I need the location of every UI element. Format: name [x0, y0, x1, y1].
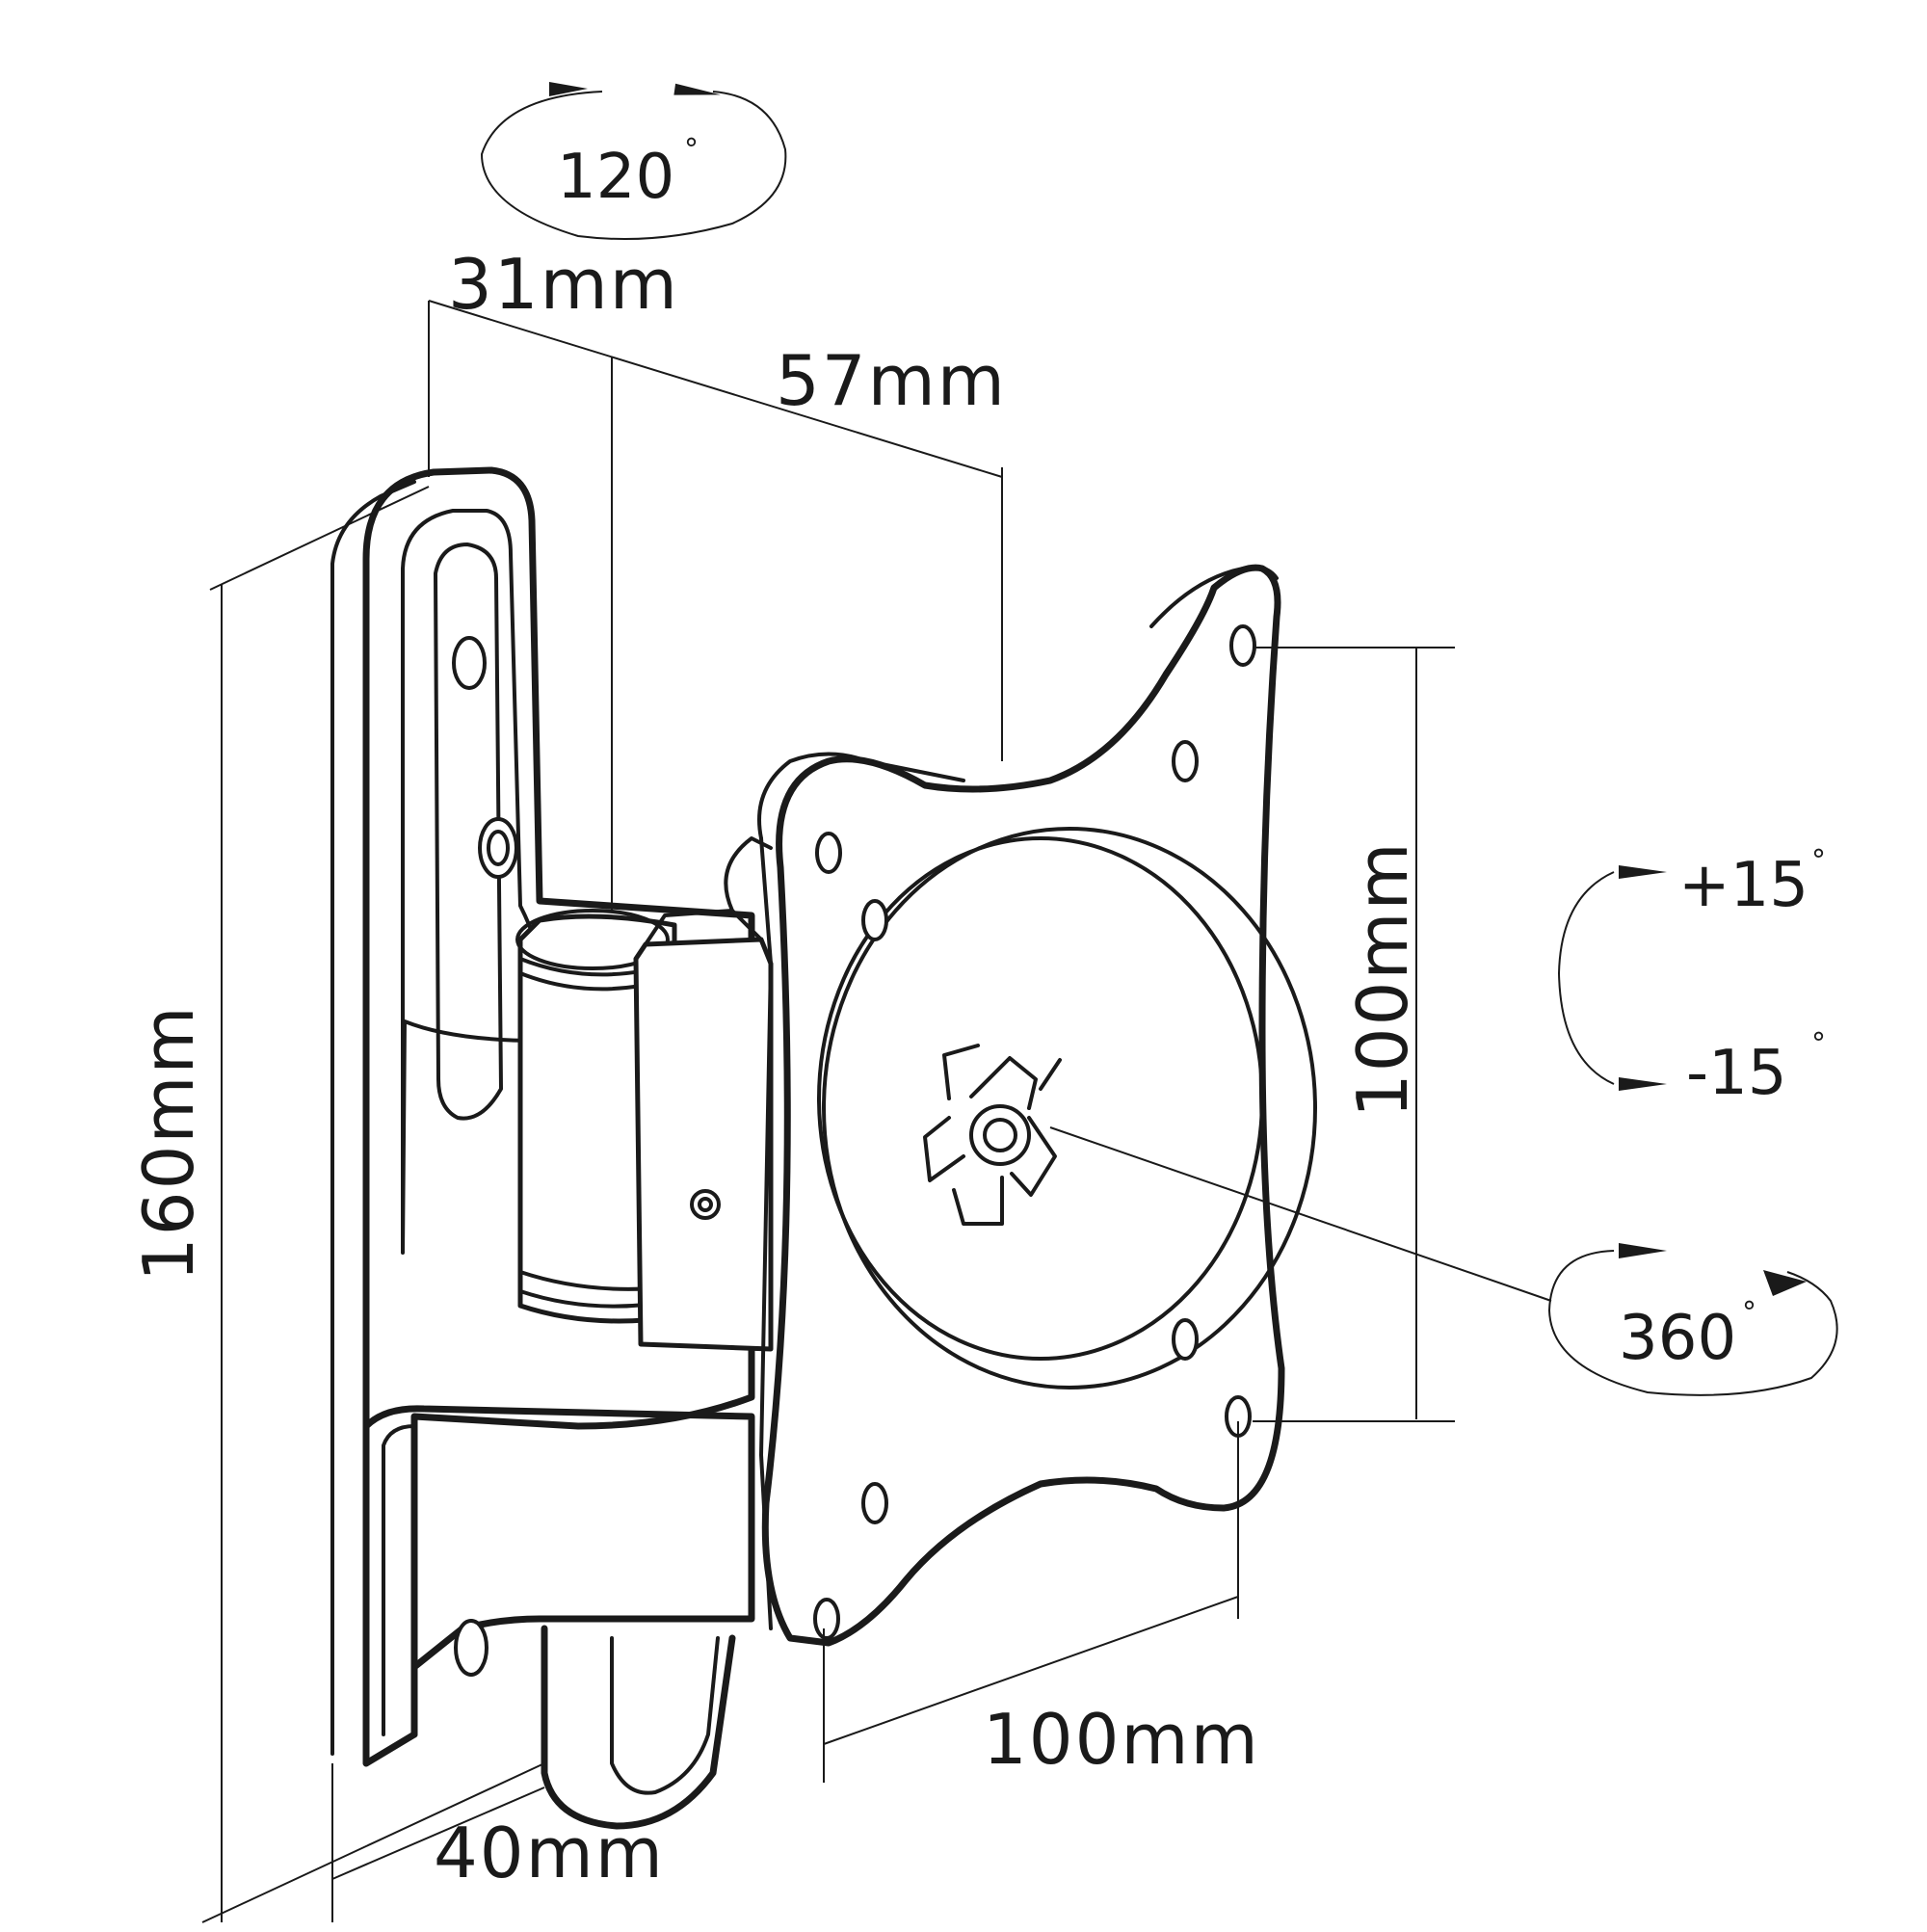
rotation-leader-line [1049, 1126, 1552, 1302]
wall-plate [330, 466, 755, 1767]
tilt-indicator [1557, 865, 1667, 1091]
tilt-block-screw [690, 1189, 721, 1220]
rosette-petal-4 [923, 1116, 965, 1182]
dim-vesa-horizontal-line [823, 1596, 1239, 1745]
swivel-arrow-left-icon [549, 82, 588, 96]
dim-top-depth-line [428, 300, 1003, 478]
rosette-petal-3 [952, 1176, 1004, 1226]
vesa-hole-1 [815, 832, 842, 874]
vesa-hub-outer [822, 827, 1317, 1389]
rotation-indicator [1547, 1243, 1838, 1396]
tilt-block-body [633, 937, 774, 1352]
tilt-arrow-down-icon [1619, 1077, 1667, 1091]
label-vesa-horizontal: 100mm [983, 1699, 1260, 1780]
vesa-hub-ring [817, 836, 1264, 1361]
wall-plate-foot-edge [382, 1424, 416, 1736]
wall-plate-slot [434, 543, 503, 1121]
lower-arm-curve-inner [610, 1636, 720, 1795]
tilt-block-bracket [724, 836, 773, 913]
vesa-hole-2 [861, 899, 888, 941]
rosette-petal-2 [1010, 1116, 1057, 1197]
rosette-petal-5 [942, 1044, 980, 1100]
wall-hole-1 [452, 636, 487, 690]
rosette-petal-6 [1039, 1058, 1062, 1091]
dim-height-ext-top [209, 486, 430, 591]
rotation-arrow-right-icon [1763, 1270, 1807, 1296]
tilt-arrow-up-icon [1619, 865, 1667, 879]
label-top-depth-b: 57mm [776, 340, 1007, 421]
label-bottom-depth: 40mm [434, 1813, 665, 1893]
tilt-arc [1557, 871, 1615, 1085]
label-swivel-degree: ° [684, 133, 699, 167]
label-vesa-vertical: 100mm [1342, 840, 1423, 1118]
tilt-block-screw-inner [698, 1197, 713, 1212]
center-bolt-inner [983, 1118, 1017, 1152]
dim-height-ext-bottom [201, 1762, 545, 1923]
label-tilt-down: -15 [1686, 1038, 1787, 1109]
swivel-indicator [480, 82, 787, 241]
rotation-ellipse [1547, 1250, 1838, 1396]
wall-hole-2 [478, 817, 518, 879]
vesa-plate [757, 564, 1317, 1647]
vesa-hole-4 [1172, 740, 1199, 782]
label-tilt-up-degree: ° [1811, 844, 1826, 878]
tilt-block-top [644, 909, 763, 946]
wall-hole-3 [454, 1619, 488, 1677]
lower-arm [541, 1625, 736, 1830]
vesa-plate-corner-edge [1149, 565, 1279, 628]
wall-plate-outline [362, 466, 755, 1767]
vesa-hole-7 [861, 1482, 888, 1524]
rosette-petal-1 [969, 1056, 1038, 1110]
dimension-lines [201, 300, 1552, 1923]
label-rotation: 360 [1619, 1303, 1736, 1374]
label-swivel-angle: 120 [557, 142, 674, 213]
vesa-hole-8 [813, 1598, 840, 1640]
vesa-hole-5 [1172, 1318, 1199, 1361]
wall-hole-2-inner [487, 830, 510, 866]
cylinder-top [515, 909, 670, 970]
label-tilt-up: +15 [1678, 850, 1808, 921]
swivel-ellipse [480, 91, 787, 241]
label-tilt-down-degree: ° [1811, 1027, 1826, 1061]
label-height: 160mm [128, 1004, 209, 1282]
swivel-arrow-right-icon [673, 83, 721, 95]
center-rosette [923, 1044, 1062, 1226]
labels: 31mm 57mm 160mm 40mm 100mm 100mm 120 ° +… [128, 133, 1826, 1893]
rotation-arrow-top-icon [1619, 1243, 1667, 1258]
vesa-plate-outline [761, 564, 1285, 1647]
wall-plate-lower-foot [362, 1405, 755, 1738]
vesa-hole-3 [1229, 624, 1256, 667]
label-rotation-degree: ° [1742, 1296, 1756, 1330]
label-top-depth-a: 31mm [448, 244, 679, 325]
tilt-block [633, 836, 774, 1352]
dim-bottom-line [331, 1786, 545, 1880]
center-bolt [969, 1104, 1031, 1166]
lower-arm-curve-outer [541, 1625, 736, 1830]
